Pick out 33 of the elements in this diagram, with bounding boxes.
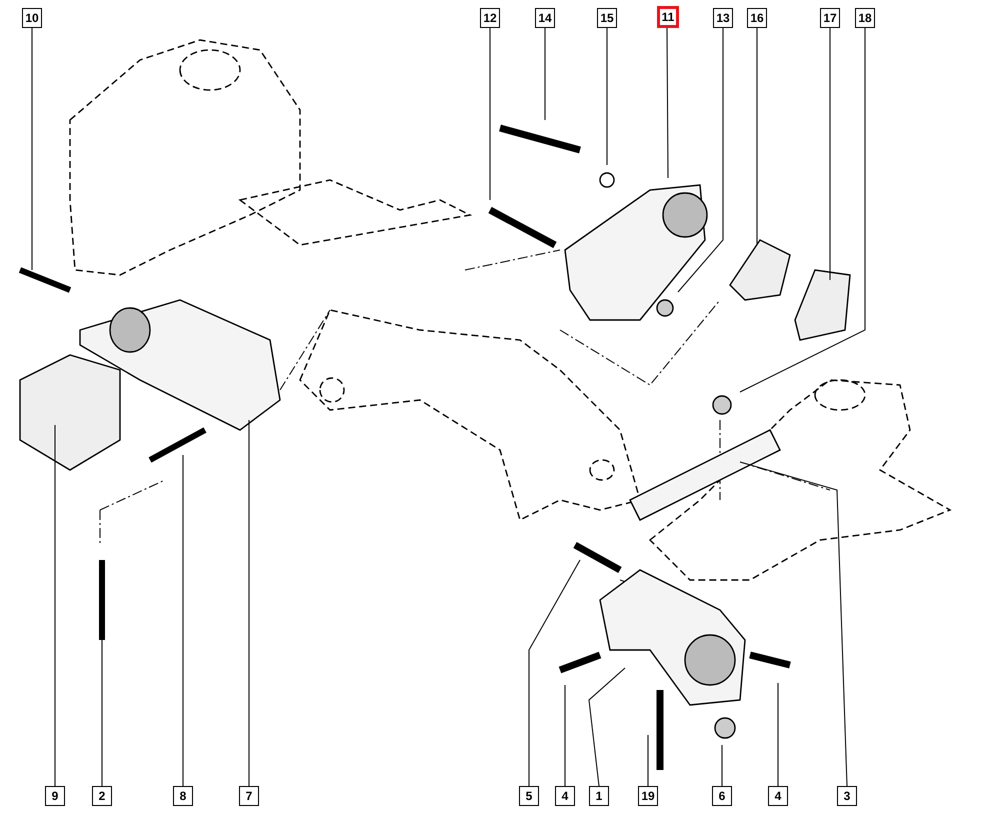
leader-line (740, 28, 866, 392)
leader-line (678, 28, 724, 292)
leader-line (182, 454, 184, 786)
leader-line (666, 28, 668, 178)
callout-number: 8 (173, 786, 193, 806)
callout-number: 7 (239, 786, 259, 806)
callout-number: 3 (837, 786, 857, 806)
leader-line (54, 424, 56, 786)
callout-number: 16 (747, 8, 767, 28)
callout-number: 4 (768, 786, 788, 806)
callout-number: 13 (713, 8, 733, 28)
callout-number: 17 (820, 8, 840, 28)
callout-number: 6 (712, 786, 732, 806)
callout-number: 5 (519, 786, 539, 806)
callout-number: 15 (597, 8, 617, 28)
callout-number: 1 (589, 786, 609, 806)
callout-number: 12 (480, 8, 500, 28)
leader-line (248, 420, 250, 786)
leader-line (544, 28, 546, 120)
leader-line (564, 684, 566, 786)
callout-number: 9 (45, 786, 65, 806)
callout-number: 10 (22, 8, 42, 28)
callout-number: 4 (555, 786, 575, 806)
callout-number: 19 (638, 786, 658, 806)
leader-line (756, 28, 758, 246)
callout-number: 18 (855, 8, 875, 28)
leader-line (528, 560, 580, 786)
leader-line (606, 28, 608, 166)
leader-line (588, 668, 626, 786)
callout-number: 2 (92, 786, 112, 806)
callout-number: 14 (535, 8, 555, 28)
callout-number: 11 (657, 6, 679, 28)
leader-line (740, 462, 848, 786)
